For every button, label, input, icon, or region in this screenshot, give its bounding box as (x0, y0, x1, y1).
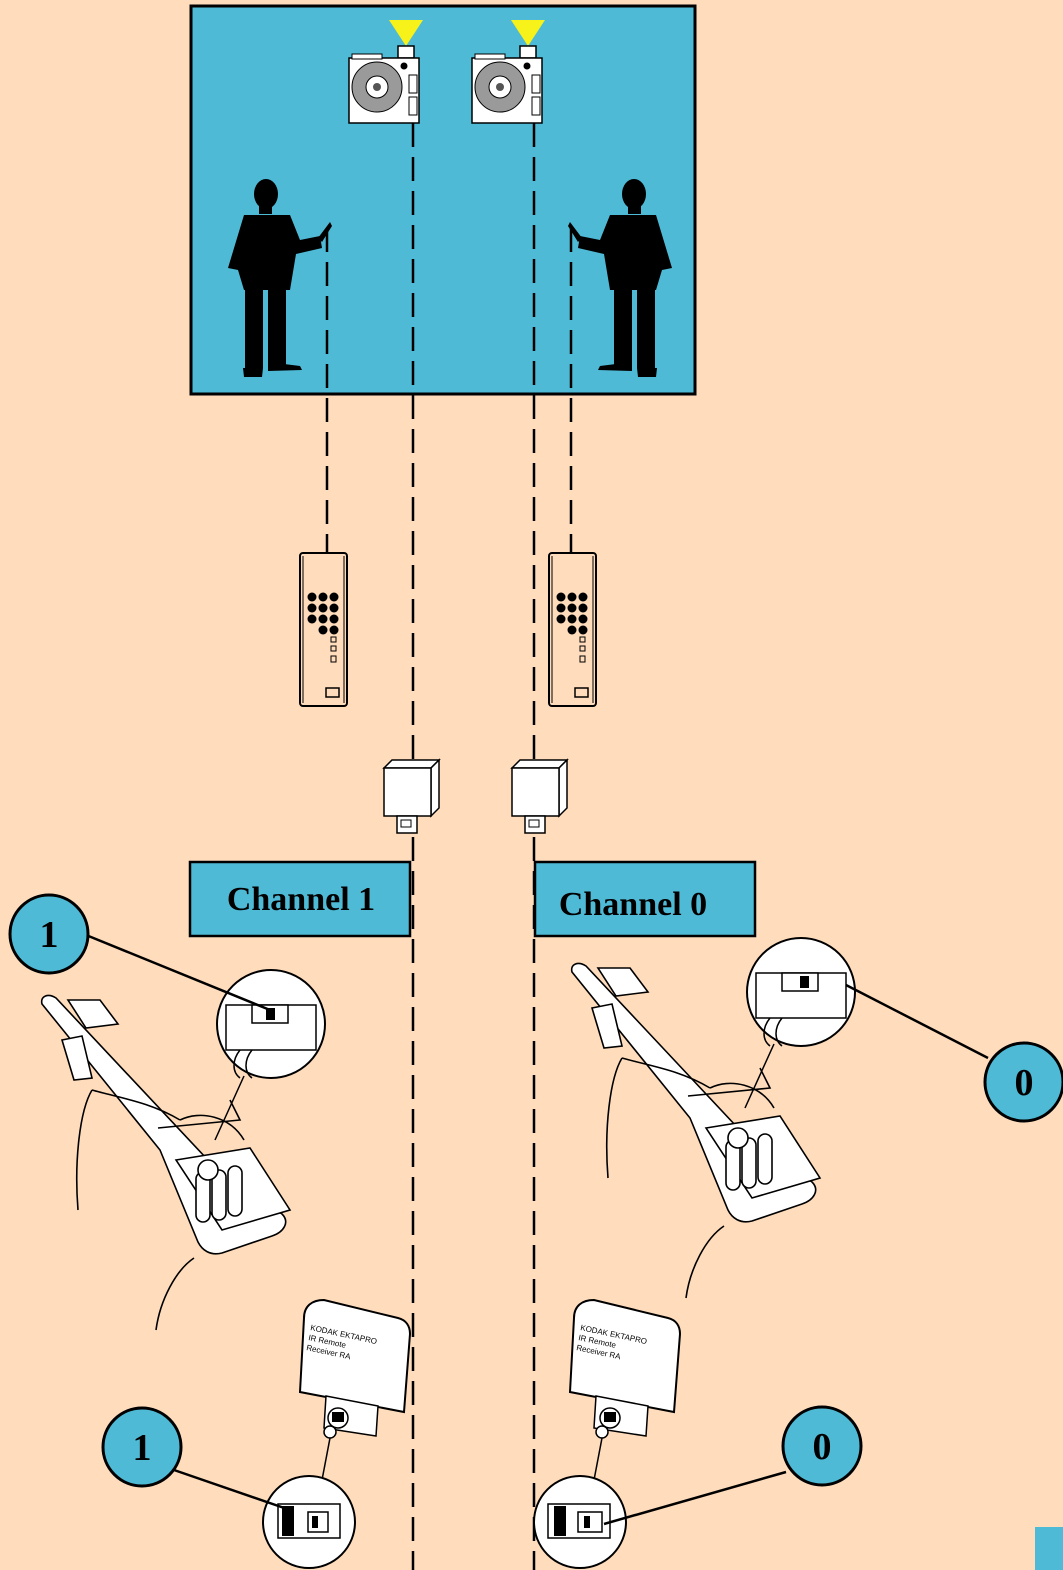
callout-receiver-channel-1: 1 (101, 1406, 183, 1488)
ir-receiver-icon (382, 758, 441, 834)
switch-detail-icon (262, 1475, 356, 1569)
ir-receiver-icon (510, 758, 569, 834)
callout-remote-channel-1-text: 1 (40, 914, 59, 956)
ir-receiver-icon: KODAK EKTAPRO IR Remote Receiver RA (298, 1298, 412, 1481)
callout-remote-channel-0: 0 (983, 1041, 1063, 1123)
hand-icon (40, 994, 292, 1331)
channel-1-label: Channel 1 (188, 860, 412, 938)
callout-remote-channel-0-text: 0 (1015, 1062, 1034, 1104)
ir-remote-icon (548, 552, 597, 707)
ir-remote-icon (299, 552, 348, 707)
callout-remote-channel-1: 1 (8, 893, 90, 975)
channel-0-label-text: Channel 0 (559, 886, 707, 923)
switch-detail-icon (533, 1475, 627, 1569)
ir-receiver-icon: KODAK EKTAPRO IR Remote Receiver RA (568, 1298, 682, 1481)
presenter-silhouette-icon (228, 179, 332, 377)
presenter-silhouette-icon (568, 179, 672, 377)
callout-leaders (85, 933, 989, 1526)
slide-projector-icon (471, 20, 545, 124)
hand-icon (570, 962, 822, 1299)
channel-1-label-text: Channel 1 (227, 881, 375, 918)
switch-detail-icon (744, 937, 856, 1109)
switch-detail-icon (214, 969, 326, 1141)
callout-receiver-channel-0: 0 (781, 1405, 863, 1487)
corner-tab (1035, 1527, 1063, 1570)
ir-beam-lines (325, 123, 573, 1570)
channel-0-label: Channel 0 (533, 860, 757, 938)
callout-receiver-channel-0-text: 0 (813, 1426, 832, 1468)
slide-projector-icon (348, 20, 423, 124)
callout-receiver-channel-1-text: 1 (133, 1427, 152, 1469)
